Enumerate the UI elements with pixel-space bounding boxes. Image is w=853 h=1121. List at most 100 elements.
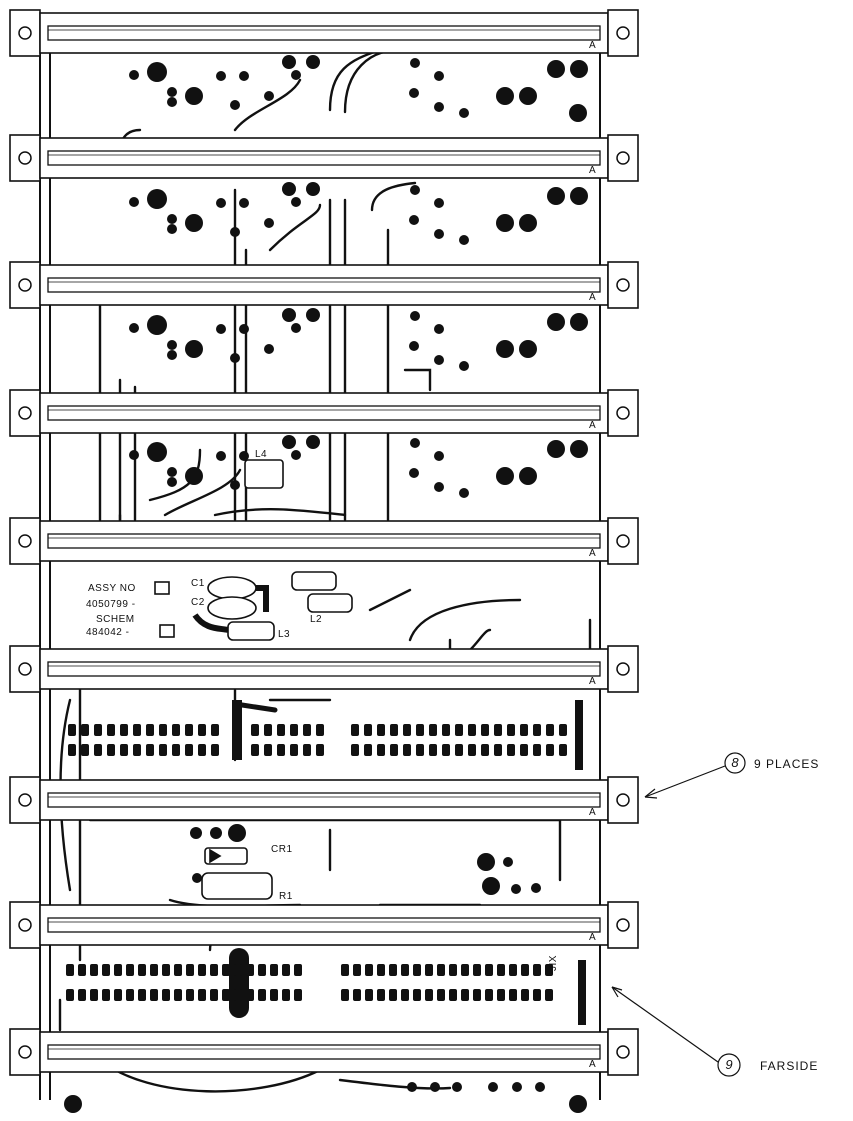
solder-pad xyxy=(129,323,139,333)
solder-pad xyxy=(434,102,444,112)
solder-pad xyxy=(482,877,500,895)
ic-pin xyxy=(78,964,86,976)
mounting-stud xyxy=(569,1095,587,1113)
rail-slot xyxy=(47,533,601,549)
callout-8-number: 8 xyxy=(731,755,739,770)
ic-pin xyxy=(133,724,141,736)
solder-pad xyxy=(410,311,420,321)
assy-no-label: ASSY NO xyxy=(88,583,136,594)
rail-polarity-mark: A xyxy=(589,932,596,943)
assy-box xyxy=(154,581,170,595)
card-guide-rail: A xyxy=(9,9,639,57)
mounting-hole xyxy=(18,26,32,40)
ic-pin xyxy=(211,744,219,756)
ic-pin xyxy=(162,964,170,976)
ic-pin xyxy=(66,964,74,976)
rail-polarity-mark: A xyxy=(589,676,596,687)
ic-pin xyxy=(90,964,98,976)
solder-pad xyxy=(306,435,320,449)
circuit-trace xyxy=(233,78,302,132)
heavy-trace xyxy=(229,948,249,1018)
ic-pin xyxy=(437,989,445,1001)
rail-body xyxy=(39,648,609,690)
circuit-trace xyxy=(468,628,492,652)
circuit-trace xyxy=(328,48,382,112)
mounting-hole xyxy=(616,534,630,548)
rail-polarity-mark: A xyxy=(589,1059,596,1070)
ic-pin xyxy=(316,724,324,736)
ic-pin xyxy=(251,724,259,736)
solder-pad xyxy=(547,313,565,331)
rail-slot xyxy=(47,1044,601,1060)
ic-pin xyxy=(211,724,219,736)
ic-pin xyxy=(485,989,493,1001)
callout-9-circle xyxy=(717,1053,741,1077)
ic-pin xyxy=(138,964,146,976)
solder-pad xyxy=(264,91,274,101)
card-guide-rail: A xyxy=(9,261,639,309)
ic-pin xyxy=(198,964,206,976)
solder-pad xyxy=(434,451,444,461)
card-guide-rail: A xyxy=(9,901,639,949)
solder-pad xyxy=(531,883,541,893)
ic-pin xyxy=(277,744,285,756)
solder-pad xyxy=(452,1082,462,1092)
solder-pad xyxy=(282,435,296,449)
l2-label: L2 xyxy=(310,614,323,625)
ic-pin xyxy=(353,964,361,976)
inductor-l2-body xyxy=(291,571,337,591)
ic-pin xyxy=(473,989,481,1001)
heavy-trace xyxy=(575,700,583,770)
ic-pin xyxy=(282,989,290,1001)
solder-pad xyxy=(547,187,565,205)
ic-pin xyxy=(481,724,489,736)
rail-polarity-mark: A xyxy=(589,548,596,559)
ic-pin xyxy=(78,989,86,1001)
ic-pin xyxy=(162,989,170,1001)
ic-pin xyxy=(258,989,266,1001)
ic-pin xyxy=(114,989,122,1001)
ic-pin xyxy=(455,724,463,736)
circuit-trace xyxy=(343,48,402,114)
inductor-l4 xyxy=(244,459,284,489)
circuit-trace xyxy=(368,588,412,612)
circuit-trace xyxy=(268,203,322,252)
jp-label: JIX xyxy=(547,955,559,971)
rail-slot xyxy=(47,150,601,166)
circuit-trace xyxy=(98,1058,322,1093)
solder-pad xyxy=(306,55,320,69)
solder-pad xyxy=(434,198,444,208)
ic-pin xyxy=(120,724,128,736)
ic-pin xyxy=(559,724,567,736)
rail-slot xyxy=(47,792,601,808)
solder-pad xyxy=(291,323,301,333)
ic-pin xyxy=(186,989,194,1001)
ic-pin xyxy=(365,989,373,1001)
ic-pin xyxy=(172,724,180,736)
ic-pin xyxy=(277,724,285,736)
ic-pin xyxy=(133,744,141,756)
mounting-hole xyxy=(18,793,32,807)
schem-part-number: 484042 - xyxy=(86,627,130,638)
solder-pad xyxy=(459,235,469,245)
ic-pin xyxy=(365,964,373,976)
ic-pin xyxy=(186,964,194,976)
solder-pad xyxy=(496,340,514,358)
solder-pad xyxy=(216,198,226,208)
ic-pin xyxy=(246,964,254,976)
ic-pin xyxy=(509,964,517,976)
ic-pin xyxy=(198,744,206,756)
solder-pad xyxy=(216,324,226,334)
heavy-trace xyxy=(578,960,586,1025)
solder-pad xyxy=(167,340,177,350)
mounting-hole xyxy=(18,1045,32,1059)
solder-pad xyxy=(409,341,419,351)
card-guide-rail: A xyxy=(9,134,639,182)
rail-body xyxy=(39,264,609,306)
ic-pin xyxy=(159,724,167,736)
solder-pad xyxy=(185,214,203,232)
ic-pin xyxy=(461,989,469,1001)
ic-pin xyxy=(485,964,493,976)
solder-pad xyxy=(409,88,419,98)
mounting-hole xyxy=(616,26,630,40)
